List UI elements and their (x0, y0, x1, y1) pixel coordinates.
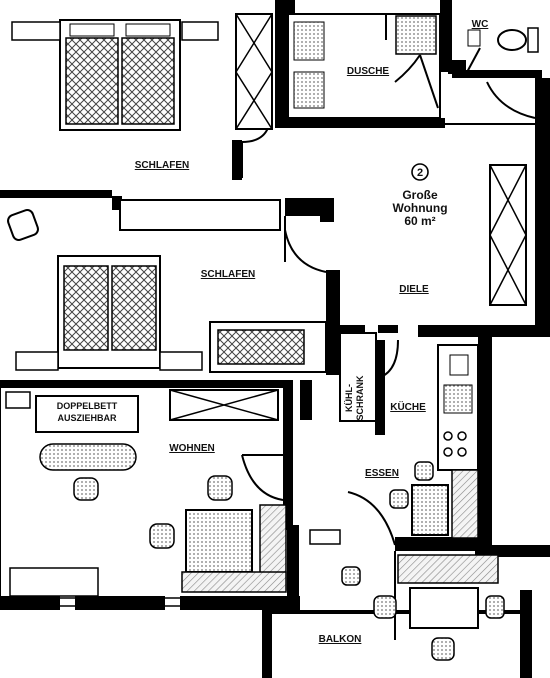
dining-table (411, 484, 449, 536)
living-table (181, 504, 287, 593)
nightstand-4 (159, 351, 203, 371)
sofa-bed-label-line2: AUSZIEHBAR (57, 413, 117, 423)
double-bed-1 (59, 19, 181, 131)
tv-cabinet (169, 389, 279, 421)
room-label-dining: ESSEN (365, 468, 399, 479)
balcony-chair-2 (373, 595, 397, 619)
apartment-badge: 2 (411, 163, 429, 181)
room-label-balcony: BALKON (319, 634, 362, 645)
nightstand-2 (181, 21, 219, 41)
living-window (60, 597, 180, 607)
balcony-table (409, 587, 479, 629)
balcony-chair-3 (431, 637, 455, 661)
kitchen-counter (437, 344, 479, 471)
sofa-bed (35, 395, 139, 433)
balcony-plant (309, 529, 341, 545)
hall-wardrobe (489, 164, 527, 306)
nightstand-3 (15, 351, 59, 371)
fridge (339, 332, 377, 422)
doors (241, 47, 536, 546)
coffee-table (39, 443, 137, 471)
thin-walls (0, 13, 535, 640)
shower-room-fixtures (293, 15, 437, 109)
wardrobe-2 (209, 321, 327, 373)
dining-chair-1 (414, 461, 434, 481)
wardrobe-1 (235, 13, 273, 130)
double-bed-2 (57, 255, 161, 369)
sideboard (9, 567, 99, 597)
room-label-shower: DUSCHE (347, 66, 390, 77)
apartment-number: 2 (417, 167, 423, 179)
dining-bench (397, 554, 499, 584)
apartment-name-line2: Wohnung (392, 201, 447, 215)
nightstand-1 (11, 21, 61, 41)
room-label-fridge-line1: KÜHL- (344, 384, 354, 412)
room-label-bedroom-1: SCHLAFEN (135, 160, 189, 171)
dining-chair-2 (389, 489, 409, 509)
bookshelf (5, 391, 31, 409)
apartment-area: 60 m² (404, 214, 435, 228)
wc-sink (467, 29, 481, 47)
desk-chair (7, 209, 39, 241)
balcony-chair-4 (485, 595, 505, 619)
balcony-chair-1 (341, 566, 361, 586)
armchair-1 (73, 477, 99, 501)
toilet (497, 27, 539, 53)
armchair-3 (149, 523, 175, 549)
apartment-name-line1: Große (402, 188, 438, 202)
room-label-living: WOHNEN (169, 443, 215, 454)
room-label-fridge-line2: SCHRANK (355, 375, 365, 421)
room-label-kitchen: KÜCHE (390, 400, 426, 413)
armchair-2 (207, 475, 233, 501)
desk (119, 199, 281, 231)
room-label-hall: DIELE (399, 284, 429, 295)
room-label-wc: WC (472, 19, 489, 30)
dining-sideboard (451, 469, 479, 539)
room-label-bedroom-2: SCHLAFEN (201, 269, 255, 280)
sofa-bed-label-line1: DOPPELBETT (57, 401, 118, 411)
